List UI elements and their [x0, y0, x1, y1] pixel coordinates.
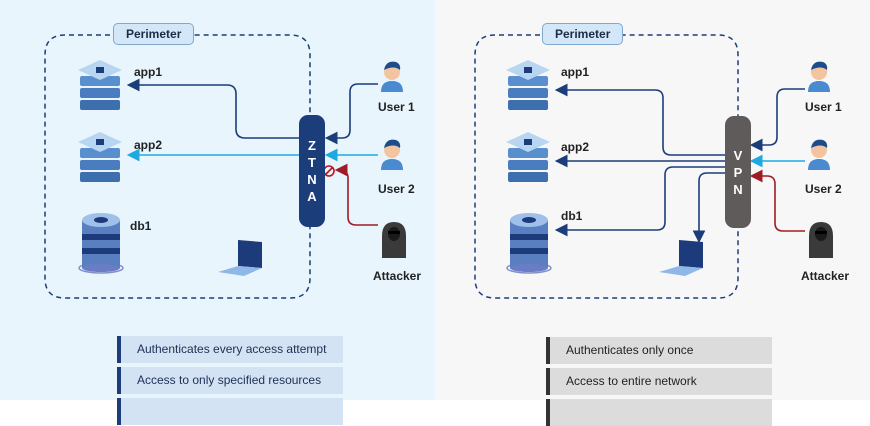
label-app2: app2 — [561, 140, 590, 154]
label-app2: app2 — [134, 138, 163, 152]
perimeter-boundary — [474, 34, 739, 299]
database-icon-db1 — [506, 213, 552, 274]
vpn-diagram — [474, 34, 833, 299]
user-icon-1 — [808, 61, 830, 92]
attacker-icon — [382, 222, 406, 258]
feature-item: Access to entire network — [546, 368, 772, 395]
user-icon-2 — [381, 139, 403, 170]
laptop-icon — [218, 240, 262, 276]
feature-item-partial — [117, 398, 343, 425]
connection-app1 — [126, 78, 300, 139]
label-attacker: Attacker — [373, 269, 422, 283]
ztna-panel: app1 app2 db1 User 1 User 2 Attacker Per… — [0, 0, 435, 425]
label-db1: db1 — [130, 219, 152, 233]
connection-db1 — [554, 166, 725, 237]
label-app1: app1 — [134, 65, 163, 79]
perimeter-label: Perimeter — [542, 23, 624, 45]
user-icon-2 — [808, 139, 830, 170]
label-user2: User 2 — [378, 182, 415, 196]
attacker-icon — [809, 222, 833, 258]
vpn-gateway: V P N — [725, 116, 751, 228]
feature-item: Authenticates only once — [546, 337, 772, 364]
connection-user1 — [749, 88, 805, 152]
server-icon-app2 — [506, 132, 550, 182]
connection-attacker — [749, 169, 805, 232]
gateway-letter: A — [307, 189, 317, 204]
label-user2: User 2 — [805, 182, 842, 196]
laptop-icon — [659, 240, 703, 276]
label-user1: User 1 — [805, 100, 842, 114]
label-app1: app1 — [561, 65, 590, 79]
server-icon-app2 — [78, 132, 122, 182]
label-attacker: Attacker — [801, 269, 850, 283]
server-icon-app1 — [78, 60, 122, 110]
ztna-diagram — [44, 34, 406, 299]
label-db1: db1 — [561, 209, 583, 223]
connection-laptop — [692, 172, 725, 244]
gateway-letter: Z — [308, 138, 316, 153]
user-icon-1 — [381, 61, 403, 92]
gateway-letter: V — [733, 147, 743, 163]
gateway-letter: N — [733, 181, 743, 197]
database-icon-db1 — [78, 213, 124, 274]
connection-user1 — [324, 83, 378, 145]
connection-app1 — [554, 83, 725, 156]
perimeter-boundary — [44, 34, 311, 299]
feature-item: Access to only specified resources — [117, 367, 343, 394]
vpn-panel: app1 app2 db1 User 1 User 2 Attacker Per… — [435, 0, 870, 426]
no-entry-icon — [323, 165, 335, 177]
connection-attacker — [334, 163, 378, 226]
gateway-letter: N — [307, 172, 317, 187]
gateway-letter: T — [308, 155, 316, 170]
server-icon-app1 — [506, 60, 550, 110]
ztna-gateway: Z T N A — [299, 115, 325, 227]
feature-item: Authenticates every access attempt — [117, 336, 343, 363]
gateway-letter: P — [733, 164, 743, 180]
perimeter-label: Perimeter — [113, 23, 195, 45]
feature-item-partial — [546, 399, 772, 426]
label-user1: User 1 — [378, 100, 415, 114]
